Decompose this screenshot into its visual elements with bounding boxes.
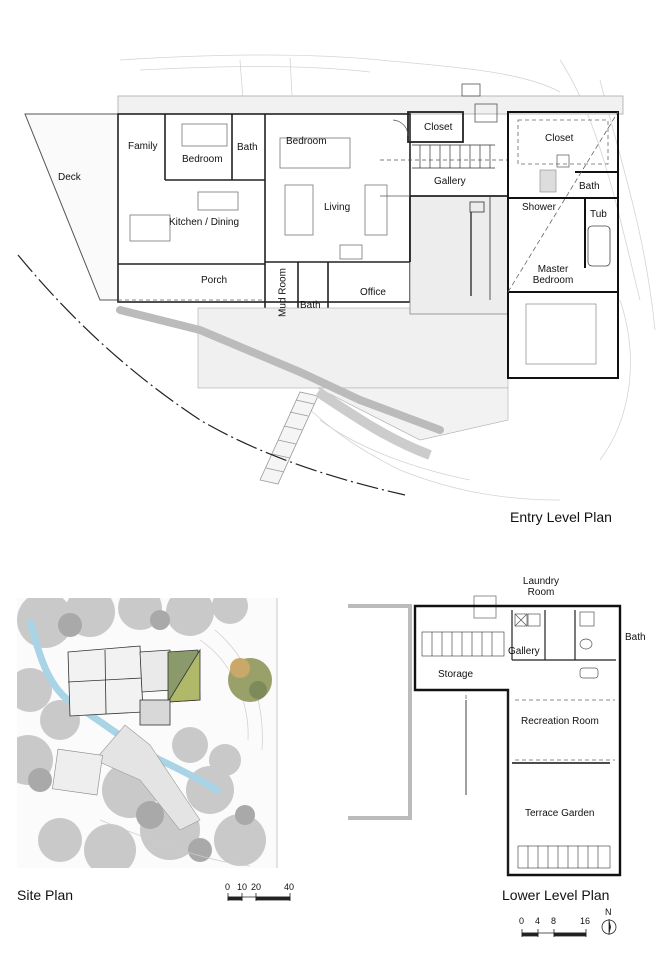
room-label-deck: Deck [58, 172, 81, 183]
toilet [556, 154, 570, 168]
north-arrow-icon [601, 919, 617, 935]
room-label-master-bedroom: Master Bedroom [528, 264, 578, 286]
terrace-stair [517, 845, 611, 869]
tree-canopy-dark [28, 610, 255, 862]
lower-scale-tick-0: 0 [519, 916, 525, 926]
site-driveway [94, 724, 201, 831]
room-label-bath-2: Bath [300, 300, 321, 311]
lower-stair [421, 631, 505, 657]
property-line [17, 254, 406, 496]
room-label-closet: Closet [424, 122, 453, 133]
lower-scale-tick-16: 16 [580, 916, 591, 926]
room-label-porch: Porch [201, 275, 228, 286]
site-garden [228, 658, 272, 702]
room-label-lower-gallery: Gallery [508, 646, 540, 657]
retaining-wall [116, 306, 444, 434]
room-label-office: Office [360, 287, 386, 298]
site-plan-title: Site Plan [17, 887, 74, 903]
room-label-master-bath: Bath [579, 181, 600, 192]
chimney-cap [461, 83, 481, 97]
room-label-living: Living [324, 202, 351, 213]
creek [26, 619, 222, 795]
lower-dashed-lines [465, 695, 615, 790]
lower-retaining-wall [348, 604, 412, 820]
site-scale-bar [227, 893, 291, 901]
room-label-shower: Shower [522, 202, 556, 213]
room-label-kitchen-dining: Kitchen / Dining [169, 217, 240, 228]
entry-level-title: Entry Level Plan [510, 509, 612, 525]
gallery-wing-walls [407, 111, 508, 262]
shower-pan [539, 169, 557, 193]
diagonal-roof-line [507, 111, 619, 293]
laundry-line-2: Room [527, 587, 555, 598]
room-label-laundry-room: Laundry Room [516, 576, 566, 598]
lower-scale-tick-4: 4 [535, 916, 541, 926]
master-closet-dashed [517, 119, 609, 165]
room-label-terrace-garden: Terrace Garden [525, 808, 595, 819]
master-deck [525, 303, 597, 365]
site-scale-tick-0: 0 [225, 882, 231, 892]
room-label-lower-bath: Bath [625, 632, 646, 643]
site-scale-tick-10: 10 [237, 882, 248, 892]
gallery-stair [412, 144, 495, 169]
site-garage [52, 748, 103, 796]
room-label-storage: Storage [438, 669, 474, 680]
room-label-master-closet: Closet [545, 133, 574, 144]
master-bedroom-line-1: Master [537, 264, 569, 275]
laundry-fixtures [514, 611, 599, 679]
skylight [474, 103, 498, 123]
site-scale-tick-40: 40 [284, 882, 295, 892]
room-label-bath-1: Bath [237, 142, 258, 153]
lower-scale-bar [521, 929, 587, 937]
site-house-roof [67, 645, 201, 726]
lower-level-title: Lower Level Plan [502, 887, 610, 903]
room-label-recreation-room: Recreation Room [521, 716, 599, 727]
site-scale-tick-20: 20 [251, 882, 262, 892]
master-bedroom-line-2: Bedroom [532, 275, 574, 286]
room-label-bedroom-1: Bedroom [182, 154, 223, 165]
room-label-gallery: Gallery [434, 176, 466, 187]
room-label-tub: Tub [590, 209, 607, 220]
laundry-line-1: Laundry [522, 576, 560, 587]
master-suite-walls [507, 111, 619, 379]
room-label-family: Family [128, 141, 158, 152]
gallery-pier [469, 201, 485, 213]
lower-interior-walls [507, 610, 616, 875]
bathtub [587, 225, 611, 267]
drive-ramp [315, 387, 432, 460]
north-label: N [605, 907, 612, 917]
lower-scale-tick-8: 8 [551, 916, 557, 926]
room-label-bedroom-2: Bedroom [286, 136, 327, 147]
door-swings [380, 119, 410, 197]
